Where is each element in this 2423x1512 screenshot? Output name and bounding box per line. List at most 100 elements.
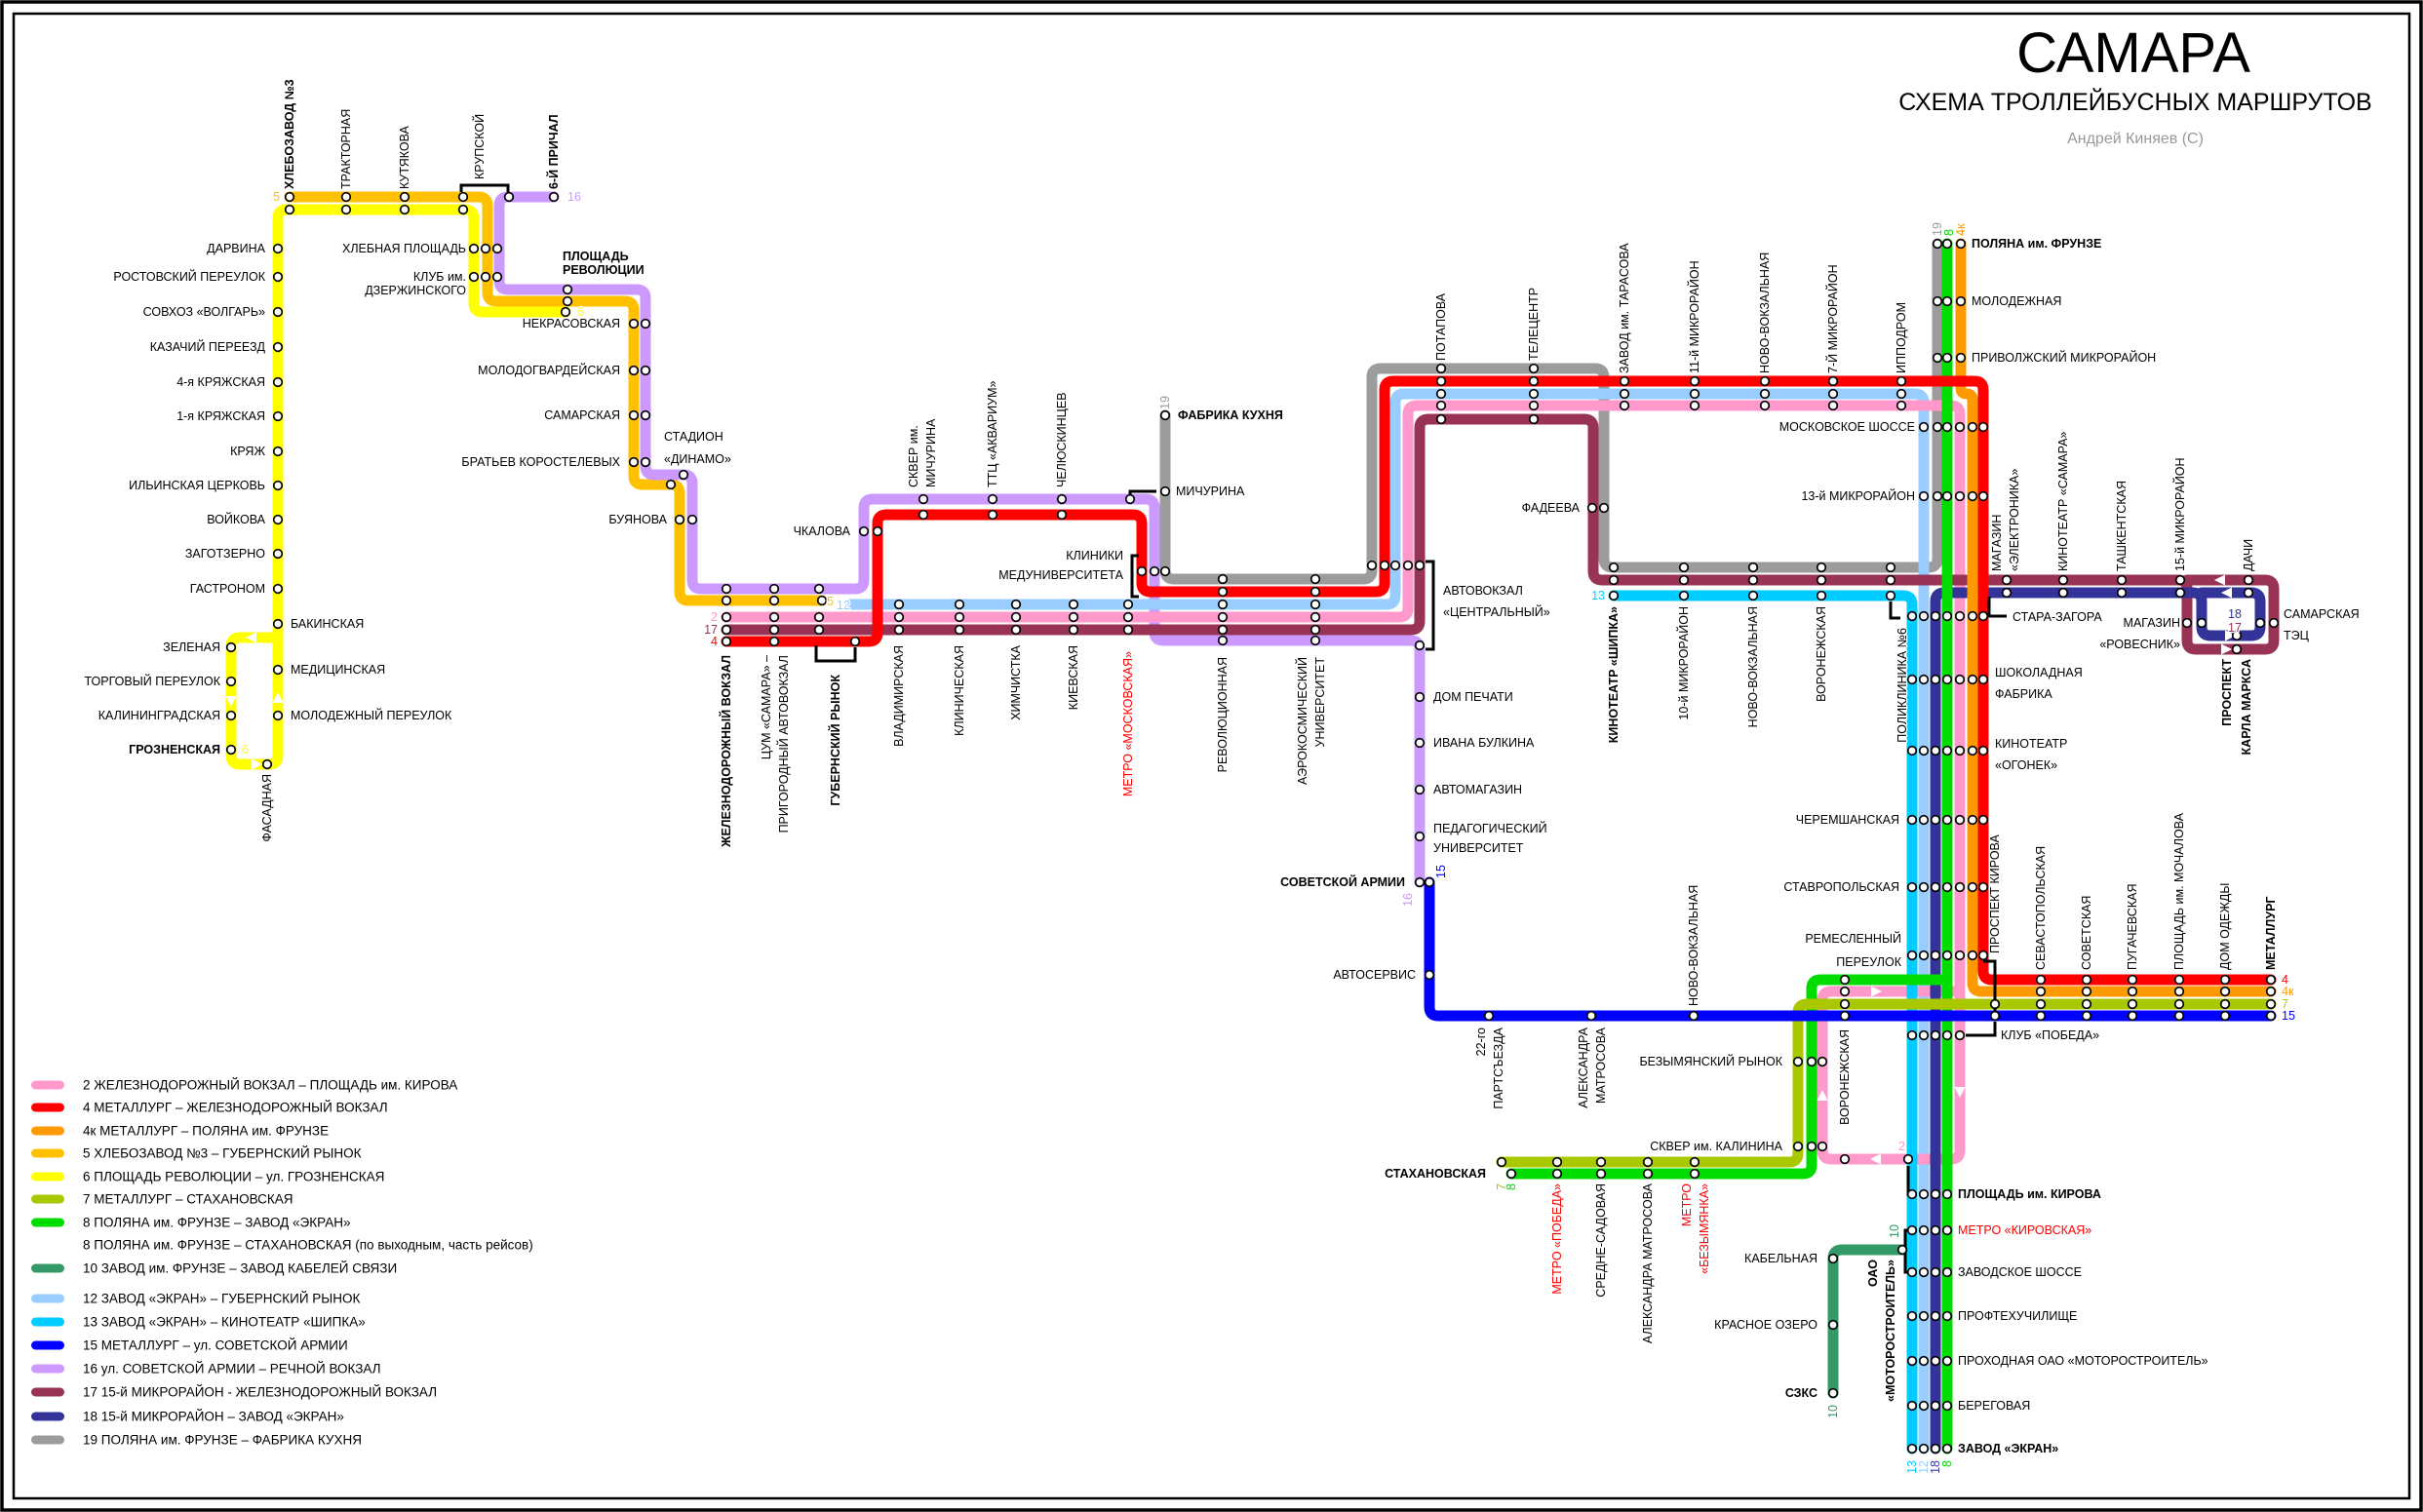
station-dot: [2243, 587, 2254, 599]
station-label: МАГАЗИН: [1990, 515, 2004, 571]
station-dot: [1839, 1010, 1851, 1022]
station-dot: [1918, 1029, 1930, 1041]
station-dot: [1906, 1266, 1918, 1278]
station-dot: [491, 243, 503, 254]
station-dot: [1528, 375, 1540, 387]
station-label: СТАХАНОВСКАЯ: [1385, 1167, 1486, 1181]
station-dot: [1895, 388, 1907, 400]
route-8b-line: [1505, 974, 1953, 1180]
station-dot: [1967, 490, 1978, 502]
station-dot: [340, 191, 352, 203]
legend-label: 4к МЕТАЛЛУРГ – ПОЛЯНА им. ФРУНЗЕ: [83, 1124, 329, 1139]
station-dot: [1977, 745, 1989, 756]
station-dot: [1068, 599, 1079, 610]
station-label: 11-й МИКРОРАЙОН: [1687, 260, 1701, 373]
legend-label: 13 ЗАВОД «ЭКРАН» – КИНОТЕАТР «ШИПКА»: [83, 1315, 366, 1330]
legend-swatch-15: [31, 1340, 64, 1350]
station-dot: [1496, 1156, 1507, 1168]
inner-frame: [12, 12, 2411, 1500]
station-dot: [1941, 1400, 1953, 1412]
station-dot: [1816, 590, 1827, 601]
station-dot: [2035, 986, 2047, 997]
station-dot: [1678, 590, 1690, 601]
station-dot: [1122, 624, 1134, 636]
station-dot: [1414, 640, 1426, 651]
station-dot: [1906, 950, 1918, 961]
station-dot: [468, 271, 480, 283]
station-dot: [340, 204, 352, 215]
legend-swatch-7: [31, 1194, 64, 1204]
station-dot: [2173, 1010, 2185, 1022]
station-dot: [1906, 814, 1918, 826]
label-connector: [1983, 959, 1997, 1016]
station-dot: [1435, 400, 1447, 411]
legend-swatch-10: [31, 1263, 64, 1273]
station-label: МОСКОВСКОЕ ШОССЕ: [1779, 420, 1915, 434]
station-dot: [2127, 974, 2138, 986]
station-label: МЕДИЦИНСКАЯ: [291, 663, 385, 677]
station-dot: [2057, 587, 2069, 599]
route-number-label: МЕТРО: [1680, 1183, 1694, 1226]
station-dot: [1967, 421, 1978, 433]
station-dot: [849, 636, 861, 647]
station-dot: [1689, 375, 1700, 387]
station-dot: [2173, 998, 2185, 1010]
station-dot: [1918, 1355, 1930, 1367]
station-dot: [918, 509, 929, 521]
station-dot: [2116, 574, 2128, 586]
station-label: ЧЕРЕМШАНСКАЯ: [1796, 813, 1899, 827]
station-dot: [1217, 573, 1229, 585]
station-label: КРЯЖ: [230, 445, 265, 458]
station-dot: [1954, 1029, 1966, 1041]
station-dot: [1906, 1029, 1918, 1041]
station-dot: [1954, 814, 1966, 826]
station-dot: [1918, 490, 1930, 502]
station-dot: [1010, 611, 1022, 623]
station-label: ТРАКТОРНАЯ: [339, 109, 353, 189]
station-dot: [272, 664, 284, 676]
station-label: ВОРОНЕЖСКАЯ: [1838, 1029, 1852, 1125]
station-dot: [272, 514, 284, 525]
station-dot: [2219, 1010, 2231, 1022]
station-label: ПОЛЯНА им. ФРУНЗЕ: [1972, 237, 2101, 251]
station-label: СТАДИОН: [664, 430, 723, 444]
station-dot: [272, 710, 284, 721]
station-label: КАБЕЛЬНАЯ: [1744, 1252, 1817, 1265]
station-dot: [1747, 590, 1759, 601]
station-dot: [1595, 1168, 1607, 1180]
station-dot: [272, 243, 284, 254]
station-dot: [1068, 624, 1079, 636]
station-label: МОЛОДЕЖНЫЙ ПЕРЕУЛОК: [291, 708, 452, 722]
station-dot: [1792, 1141, 1804, 1152]
station-dot: [480, 271, 491, 283]
station-label: ПОЛИКЛИНИКА №6: [1895, 628, 1909, 743]
station-dot: [813, 624, 825, 636]
label-connector: [1130, 554, 1139, 599]
label-connector: [814, 645, 857, 663]
direction-arrow: [1871, 986, 1882, 997]
station-label: ПРИВОЛЖСКИЙ МИКРОРАЙОН: [1972, 350, 2156, 365]
label-connector: [1987, 597, 2007, 618]
station-label: БЕРЕГОВАЯ: [1958, 1399, 2030, 1413]
station-dot: [1906, 881, 1918, 893]
direction-arrow: [2221, 587, 2232, 599]
station-dot: [1595, 1156, 1607, 1168]
route-number-label: 10: [1826, 1405, 1840, 1418]
station-label: СЗКС: [1785, 1386, 1817, 1400]
route-number-label: 2: [711, 610, 718, 624]
station-label: ПОТАПОВА: [1434, 292, 1448, 361]
station-dot: [813, 611, 825, 623]
station-label: 10-й МИКРОРАЙОН: [1676, 606, 1691, 720]
station-dot: [1689, 1168, 1700, 1180]
station-dot: [272, 618, 284, 630]
station-dot: [1941, 814, 1953, 826]
station-dot: [1642, 1156, 1654, 1168]
station-dot: [1688, 1010, 1700, 1022]
route-number-label: 18: [1929, 1460, 1942, 1474]
station-dot: [1930, 610, 1941, 622]
station-label: КЛУБ им.: [413, 270, 466, 284]
station-dot: [272, 583, 284, 595]
station-dot: [1918, 610, 1930, 622]
route-number-label: 16: [567, 190, 581, 204]
station-dot: [399, 204, 410, 215]
